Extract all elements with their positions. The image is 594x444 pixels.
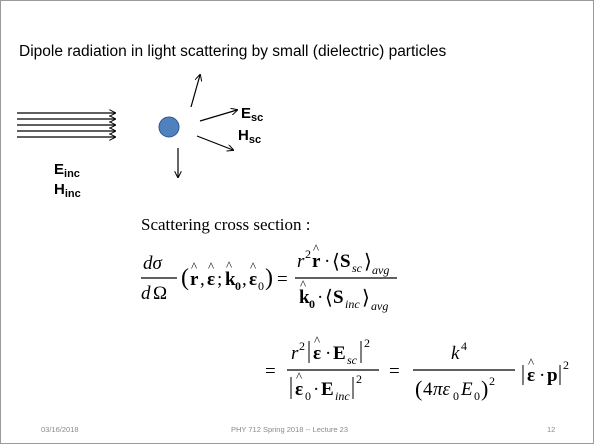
svg-text:0: 0 bbox=[453, 389, 459, 403]
svg-text:^: ^ bbox=[208, 259, 214, 274]
svg-text:k: k bbox=[299, 287, 310, 308]
svg-text:S: S bbox=[333, 287, 344, 308]
svg-text:ε: ε bbox=[313, 343, 321, 364]
svg-text:r: r bbox=[291, 343, 299, 364]
svg-text:d: d bbox=[141, 283, 151, 304]
svg-text:πε: πε bbox=[433, 379, 451, 400]
svg-text:⟩: ⟩ bbox=[364, 251, 372, 273]
svg-text:avg: avg bbox=[371, 299, 388, 313]
svg-text:^: ^ bbox=[296, 369, 302, 384]
scattered-wave-arrows bbox=[178, 75, 237, 177]
svg-text:,: , bbox=[200, 269, 205, 290]
svg-text:·: · bbox=[539, 365, 545, 386]
svg-text:2: 2 bbox=[356, 372, 362, 386]
svg-text:⟨: ⟨ bbox=[332, 251, 340, 273]
svg-text:ε: ε bbox=[249, 269, 257, 290]
svg-text:ε: ε bbox=[527, 365, 535, 386]
svg-text:E: E bbox=[333, 343, 346, 364]
h-scattered-label: Hsc bbox=[238, 127, 262, 146]
svg-text:E: E bbox=[321, 379, 334, 400]
scattering-diagram bbox=[17, 1, 593, 211]
svg-text:·: · bbox=[324, 251, 330, 272]
svg-text:^: ^ bbox=[300, 277, 306, 292]
h-incident-label: Hinc bbox=[54, 181, 81, 200]
svg-text:E: E bbox=[460, 379, 473, 400]
svg-text:ε: ε bbox=[295, 379, 303, 400]
svg-text:·: · bbox=[325, 343, 331, 364]
svg-text:·: · bbox=[317, 287, 323, 308]
svg-text:Ω: Ω bbox=[153, 283, 167, 304]
svg-text:=: = bbox=[277, 269, 288, 290]
svg-text:^: ^ bbox=[191, 259, 197, 274]
svg-text:⟩: ⟩ bbox=[362, 287, 370, 309]
svg-text:0: 0 bbox=[258, 279, 264, 293]
svg-text:inc: inc bbox=[345, 297, 360, 311]
svg-text:2: 2 bbox=[305, 247, 311, 261]
e-incident-label: Einc bbox=[54, 161, 80, 180]
svg-text:=: = bbox=[389, 361, 400, 382]
svg-text:⟨: ⟨ bbox=[325, 287, 333, 309]
svg-text:dσ: dσ bbox=[143, 253, 163, 274]
svg-text:,: , bbox=[242, 269, 247, 290]
svg-text:r: r bbox=[297, 251, 305, 272]
footer-date: 03/16/2018 bbox=[41, 425, 79, 434]
svg-text:0: 0 bbox=[474, 389, 480, 403]
svg-text:4: 4 bbox=[461, 339, 467, 353]
svg-text:inc: inc bbox=[335, 389, 350, 403]
svg-text:sc: sc bbox=[347, 353, 358, 367]
svg-text:4: 4 bbox=[423, 379, 433, 400]
footer-page-number: 12 bbox=[547, 425, 556, 434]
svg-text:^: ^ bbox=[226, 258, 232, 273]
svg-text:ε: ε bbox=[207, 269, 215, 290]
incident-wave-arrows bbox=[17, 113, 115, 137]
svg-text:k: k bbox=[451, 343, 460, 364]
svg-text:S: S bbox=[340, 251, 351, 272]
footer-course: PHY 712 Spring 2018 -- Lecture 23 bbox=[231, 425, 349, 434]
particle bbox=[158, 116, 180, 138]
svg-text:(: ( bbox=[181, 265, 189, 291]
section-heading: Scattering cross section : bbox=[141, 215, 311, 234]
svg-text:^: ^ bbox=[250, 259, 256, 274]
e-scattered-label: Esc bbox=[241, 105, 264, 124]
svg-text:;: ; bbox=[217, 269, 222, 290]
svg-text:r: r bbox=[190, 269, 199, 290]
svg-text:^: ^ bbox=[528, 355, 534, 370]
svg-text:sc: sc bbox=[352, 261, 363, 275]
slide-title: Dipole radiation in light scattering by … bbox=[19, 43, 447, 60]
svg-text:k: k bbox=[225, 269, 236, 290]
svg-text:=: = bbox=[265, 361, 276, 382]
svg-text:2: 2 bbox=[299, 339, 305, 353]
svg-text:2: 2 bbox=[364, 336, 370, 350]
svg-text:r: r bbox=[312, 251, 321, 272]
svg-text:p: p bbox=[547, 365, 558, 386]
svg-text:): ) bbox=[265, 265, 273, 291]
svg-text:^: ^ bbox=[313, 241, 319, 256]
svg-text:0: 0 bbox=[235, 279, 241, 293]
svg-text:(: ( bbox=[415, 376, 422, 401]
svg-text:0: 0 bbox=[305, 389, 311, 403]
svg-text:avg: avg bbox=[372, 263, 389, 277]
svg-text:0: 0 bbox=[309, 297, 315, 311]
svg-text:2: 2 bbox=[489, 374, 495, 388]
svg-text:): ) bbox=[481, 376, 488, 401]
svg-text:^: ^ bbox=[314, 333, 320, 348]
svg-text:2: 2 bbox=[563, 358, 569, 372]
svg-text:·: · bbox=[313, 379, 319, 400]
